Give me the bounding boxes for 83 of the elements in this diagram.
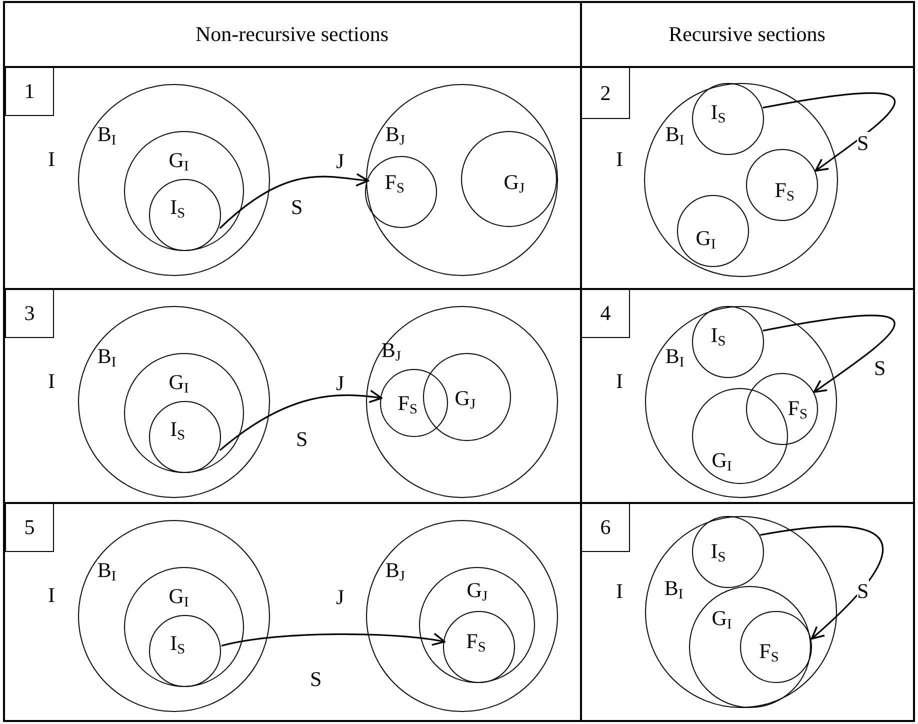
set-label: B$_{I}$: [665, 123, 684, 149]
set-label: B$_{I}$: [97, 559, 116, 585]
column-header: Non-recursive sections: [195, 22, 389, 47]
set-circle: [124, 353, 244, 474]
set-circle: [366, 306, 558, 498]
set-circle: [148, 400, 221, 473]
set-label: G$_{I}$: [168, 584, 189, 610]
set-circle: [124, 567, 244, 688]
number-label: 1: [5, 67, 54, 116]
region-label: I: [616, 148, 623, 170]
set-circle: [689, 586, 812, 708]
set-label: B$_{J}$: [385, 123, 405, 149]
set-circle: [124, 131, 244, 252]
set-label: I$_{S}$: [710, 100, 726, 126]
set-label: B$_{J}$: [381, 339, 401, 365]
set-label: B$_{I}$: [665, 345, 684, 371]
number-label: 3: [5, 289, 54, 338]
arrow: [221, 633, 446, 647]
set-circle: [692, 388, 788, 484]
set-circle: [148, 614, 221, 687]
region-label: I: [616, 370, 623, 392]
set-circle: [442, 610, 515, 683]
set-label: F$_{S}$: [788, 396, 808, 422]
set-label: I$_{S}$: [710, 324, 726, 350]
set-circle: [419, 567, 536, 684]
set-circle: [692, 516, 764, 588]
region-label: I: [616, 580, 623, 602]
set-label: G$_{I}$: [712, 448, 732, 474]
arrow: [219, 172, 370, 229]
set-circle: [423, 353, 512, 442]
set-circle: [692, 306, 764, 378]
set-label: G$_{J}$: [466, 578, 488, 604]
arrow: [762, 314, 895, 393]
set-circle: [366, 84, 558, 276]
set-label: G$_{J}$: [504, 170, 525, 196]
region-label: I: [48, 584, 55, 606]
set-label: G$_{I}$: [168, 370, 189, 396]
set-label: F$_{S}$: [398, 392, 418, 418]
number-label: 2: [581, 67, 630, 119]
region-label: I: [48, 370, 55, 392]
set-circle: [78, 306, 270, 498]
set-circle: [740, 610, 812, 683]
set-label: I$_{S}$: [710, 540, 726, 566]
set-label: I$_{S}$: [170, 632, 186, 658]
arrow: [760, 526, 884, 640]
set-label: B$_{I}$: [97, 345, 116, 371]
set-circle: [677, 195, 750, 268]
set-label: B$_{J}$: [385, 559, 405, 585]
set-label: F$_{S}$: [384, 170, 404, 196]
number-label: 5: [5, 503, 54, 552]
set-circle: [78, 520, 270, 712]
set-label: G$_{I}$: [696, 226, 716, 252]
set-circle: [645, 306, 837, 498]
set-circle: [461, 131, 558, 228]
region-label: J: [336, 372, 344, 394]
set-label: I$_{S}$: [170, 196, 186, 222]
set-circle: [645, 516, 837, 708]
set-circle: [366, 520, 558, 712]
set-label: F$_{S}$: [759, 640, 779, 666]
set-label: B$_{I}$: [97, 123, 116, 149]
set-circle: [746, 149, 818, 222]
set-circle: [746, 373, 818, 446]
set-circle: [380, 369, 448, 438]
column-header: Recursive sections: [668, 22, 826, 47]
set-circle: [692, 83, 764, 156]
set-label: F$_{S}$: [774, 178, 794, 204]
arrow: [762, 92, 896, 172]
number-label: 6: [581, 503, 630, 552]
arrow: [219, 390, 382, 451]
set-circle: [644, 83, 838, 277]
set-label: G$_{I}$: [712, 606, 732, 632]
number-label: 4: [581, 289, 630, 338]
set-label: G$_{J}$: [454, 386, 476, 412]
set-circle: [78, 84, 270, 276]
region-label: J: [336, 586, 344, 608]
set-label: G$_{I}$: [168, 148, 189, 174]
set-label: F$_{S}$: [466, 630, 486, 656]
set-label: B$_{I}$: [664, 577, 684, 603]
set-circle: [365, 156, 438, 228]
set-circle: [148, 178, 221, 251]
set-label: I$_{S}$: [170, 418, 186, 444]
region-label: J: [336, 150, 344, 172]
region-label: I: [48, 148, 55, 170]
